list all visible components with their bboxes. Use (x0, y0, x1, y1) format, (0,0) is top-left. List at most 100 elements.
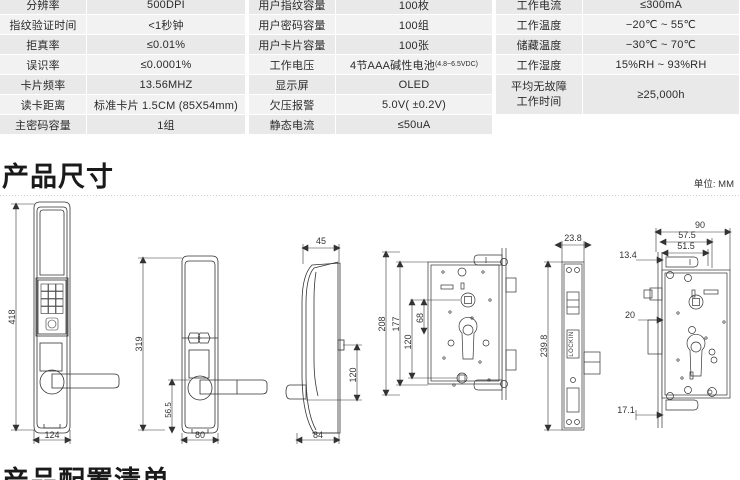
dimension-13-4: 13.4 (619, 250, 664, 264)
table-row: 欠压报警 5.0V( ±0.2V) (249, 95, 492, 114)
spec-label: 分辨率 (0, 0, 86, 14)
dimension-label: 20 (625, 310, 635, 320)
dimension-label: 80 (195, 430, 205, 440)
dimension-84: 84 (295, 430, 341, 444)
spec-value: 100枚 (336, 0, 492, 14)
table-row: 储藏温度 −30℃ ~ 70℃ (496, 35, 739, 54)
spec-value: OLED (336, 75, 492, 94)
dimension-17-1: 17.1 (617, 405, 664, 420)
table-row: 卡片频率 13.56MHZ (0, 75, 245, 94)
table-row: 工作湿度 15%RH ~ 93%RH (496, 55, 739, 74)
table-row: 工作电流 ≤300mA (496, 0, 739, 14)
spec-value: ≤50uA (336, 115, 492, 134)
dimension-177: 177 (391, 260, 428, 387)
dimension-57-5: 57.5 (659, 230, 714, 268)
lock-side-view: 45 120 84 (285, 236, 362, 444)
dimension-45: 45 (301, 236, 341, 264)
mortise-body-view: 90 57.5 51.5 13.4 20 (617, 220, 732, 428)
lock-back-view: 319 56.5 80 (134, 255, 268, 444)
brand-label: LOCKIN (569, 331, 575, 356)
dimension-120-mortise: 120 (403, 298, 458, 380)
dimension-label: 56.5 (164, 402, 173, 418)
dimension-23-8: 23.8 (554, 233, 592, 262)
dimension-label: 319 (134, 336, 144, 351)
table-row: 用户指纹容量 100枚 (249, 0, 492, 14)
spec-label-line1: 平均无故障 (511, 80, 567, 93)
spec-label: 用户卡片容量 (249, 35, 335, 54)
dimension-51-5: 51.5 (661, 241, 710, 266)
table-row: 拒真率 ≤0.01% (0, 35, 245, 54)
next-section-title: 产品配置清单 (2, 459, 170, 480)
dimension-239-8: 239.8 (539, 260, 562, 432)
dimensions-section-header: 产品尺寸 单位: MM (0, 155, 740, 196)
table-row: 静态电流 ≤50uA (249, 115, 492, 134)
dimension-label: 239.8 (539, 335, 549, 358)
table-row: 主密码容量 1组 (0, 115, 245, 134)
table-row: 读卡距离 标准卡片 1.5CM (85X54mm) (0, 95, 245, 114)
spec-group-environment-specs: 工作电流 ≤300mA 工作温度 −20℃ ~ 55℃ 储藏温度 −30℃ ~ … (496, 0, 739, 134)
dimension-label: 120 (348, 367, 358, 382)
dimension-418: 418 (7, 202, 34, 432)
dimension-label: 51.5 (677, 241, 695, 251)
spec-value: −20℃ ~ 55℃ (583, 15, 739, 34)
specifications-table: 分辨率 500DPI 指纹验证时间 <1秒钟 拒真率 ≤0.01% 误识率 ≤0… (0, 0, 740, 134)
spec-group-capacity-and-power-specs: 用户指纹容量 100枚 用户密码容量 100组 用户卡片容量 100张 工作电压… (249, 0, 492, 134)
table-row: 指纹验证时间 <1秒钟 (0, 15, 245, 34)
spec-table-groups: 分辨率 500DPI 指纹验证时间 <1秒钟 拒真率 ≤0.01% 误识率 ≤0… (0, 0, 740, 134)
dimension-label: 68 (415, 313, 425, 323)
section-divider (0, 195, 740, 196)
spec-label: 显示屏 (249, 75, 335, 94)
spec-label: 静态电流 (249, 115, 335, 134)
page-title: 产品尺寸 (2, 162, 114, 193)
dimension-319: 319 (134, 256, 182, 432)
table-row: 用户卡片容量 100张 (249, 35, 492, 54)
mortise-front-view: 208 177 68 120 (377, 248, 517, 400)
spec-value: 500DPI (87, 0, 245, 14)
spec-label: 工作电压 (249, 55, 335, 74)
dimension-label: 418 (7, 309, 17, 324)
dimension-label: 120 (403, 334, 413, 349)
table-row: 显示屏 OLED (249, 75, 492, 94)
table-row: 工作温度 −20℃ ~ 55℃ (496, 15, 739, 34)
spec-label: 工作电流 (496, 0, 582, 14)
spec-value: 标准卡片 1.5CM (85X54mm) (87, 95, 245, 114)
spec-label: 用户密码容量 (249, 15, 335, 34)
table-row: 工作电压 4节AAA碱性电池(4.8~6.5VDC) (249, 55, 492, 74)
spec-label: 储藏温度 (496, 35, 582, 54)
dimension-120: 120 (306, 343, 362, 402)
spec-value: 5.0V( ±0.2V) (336, 95, 492, 114)
dimension-208: 208 (377, 250, 400, 397)
dimension-label: 90 (695, 220, 705, 230)
dimension-124: 124 (32, 430, 72, 444)
spec-value: 100张 (336, 35, 492, 54)
spec-group-fingerprint-and-card-specs: 分辨率 500DPI 指纹验证时间 <1秒钟 拒真率 ≤0.01% 误识率 ≤0… (0, 0, 245, 134)
spec-value: 13.56MHZ (87, 75, 245, 94)
spec-label: 工作温度 (496, 15, 582, 34)
spec-value: 100组 (336, 15, 492, 34)
dimension-20: 20 (625, 310, 664, 324)
dimension-80: 80 (180, 430, 220, 444)
unit-note: 单位: MM (693, 179, 734, 190)
spec-label: 误识率 (0, 55, 86, 74)
spec-value: <1秒钟 (87, 15, 245, 34)
dimension-label: 208 (377, 316, 387, 331)
dimension-68: 68 (410, 298, 460, 335)
spec-label: 拒真率 (0, 35, 86, 54)
dimension-label: 124 (44, 430, 59, 440)
table-row: 分辨率 500DPI (0, 0, 245, 14)
table-row: 误识率 ≤0.0001% (0, 55, 245, 74)
spec-value: ≥25,000h (583, 75, 739, 114)
dimension-label: 57.5 (678, 230, 696, 240)
spec-value-subscript: (4.8~6.5VDC) (434, 61, 478, 68)
spec-label: 工作湿度 (496, 55, 582, 74)
spec-label: 读卡距离 (0, 95, 86, 114)
spec-label: 指纹验证时间 (0, 15, 86, 34)
dimension-label: 23.8 (564, 233, 582, 243)
dimension-label: 13.4 (619, 250, 637, 260)
spec-label: 用户指纹容量 (249, 0, 335, 14)
spec-label-twoline: 平均无故障 工作时间 (496, 75, 582, 114)
product-dimension-drawings: 418 124 (0, 200, 740, 455)
dimension-label: 177 (391, 316, 401, 331)
spec-value: −30℃ ~ 70℃ (583, 35, 739, 54)
spec-label-line2: 工作时间 (516, 95, 562, 108)
